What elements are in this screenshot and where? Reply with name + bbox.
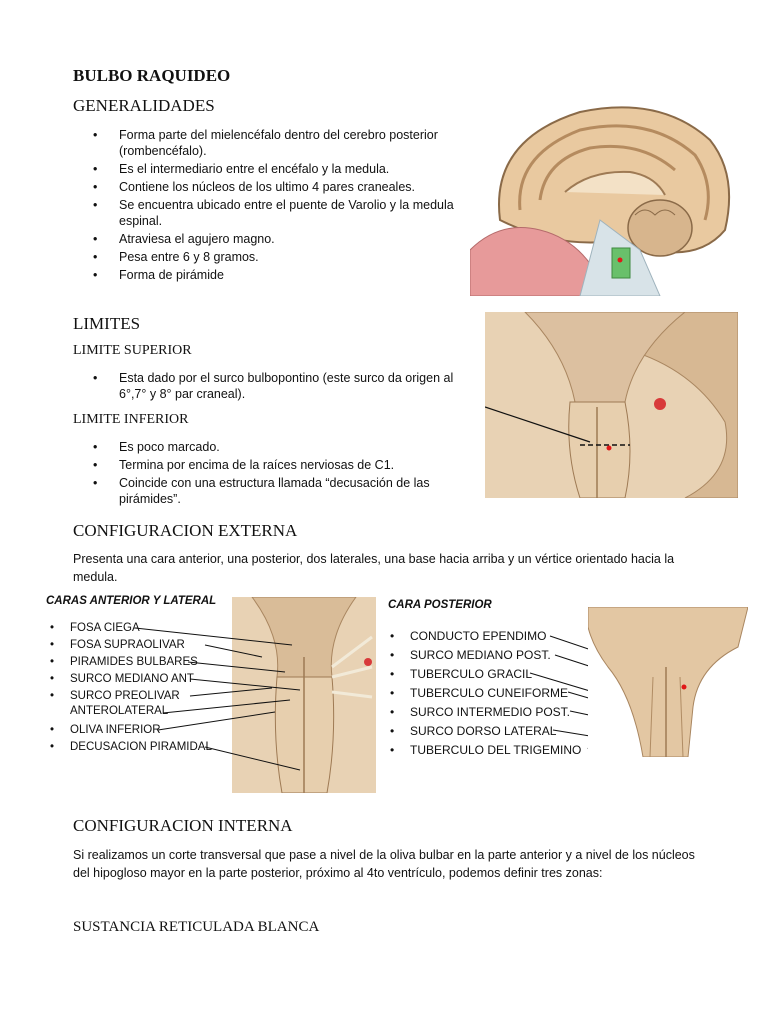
sustancia-heading: SUSTANCIA RETICULADA BLANCA <box>73 919 320 935</box>
list-item: Forma parte del mielencéfalo dentro del … <box>93 127 473 159</box>
caras-anterior-caption: CARAS ANTERIOR Y LATERAL <box>46 595 217 607</box>
brainstem-image <box>485 312 738 498</box>
label-item: FOSA CIEGA <box>48 620 198 637</box>
cara-posterior-labels: CONDUCTO EPENDIMO SURCO MEDIANO POST. TU… <box>388 627 581 760</box>
label-item: CONDUCTO EPENDIMO <box>388 627 581 646</box>
label-item: SURCO MEDIANO ANT <box>48 671 198 688</box>
limite-inferior-list: Es poco marcado. Termina por encima de l… <box>93 439 473 509</box>
list-item: Es poco marcado. <box>93 439 473 455</box>
label-item: TUBERCULO GRACIL <box>388 665 581 684</box>
brain-sagittal-image <box>470 100 740 296</box>
limite-superior-list: Esta dado por el surco bulbopontino (est… <box>93 370 473 404</box>
label-item: DECUSACION PIRAMIDAL <box>48 739 212 756</box>
label-item: SURCO DORSO LATERAL <box>388 722 581 741</box>
list-item: Coincide con una estructura llamada “dec… <box>93 475 473 507</box>
list-item: Atraviesa el agujero magno. <box>93 231 473 247</box>
label-continuation: ANTEROLATERAL <box>70 705 169 717</box>
generalidades-list: Forma parte del mielencéfalo dentro del … <box>93 127 473 285</box>
limite-superior-heading: LIMITE SUPERIOR <box>73 343 192 358</box>
label-item: OLIVA INFERIOR <box>48 722 212 739</box>
label-item: SURCO MEDIANO POST. <box>388 646 581 665</box>
posterior-view-image <box>588 607 748 757</box>
limites-heading: LIMITES <box>73 314 141 333</box>
label-item: TUBERCULO CUNEIFORME <box>388 684 581 703</box>
config-externa-text: Presenta una cara anterior, una posterio… <box>73 552 675 584</box>
caras-anterior-labels-2: OLIVA INFERIOR DECUSACION PIRAMIDAL <box>48 722 212 756</box>
cara-posterior-caption: CARA POSTERIOR <box>388 599 492 611</box>
list-item: Pesa entre 6 y 8 gramos. <box>93 249 473 265</box>
config-interna-text: Si realizamos un corte transversal que p… <box>73 848 695 880</box>
list-item: Termina por encima de la raíces nerviosa… <box>93 457 473 473</box>
list-item: Se encuentra ubicado entre el puente de … <box>93 197 473 229</box>
anterior-view-image <box>232 597 376 793</box>
generalidades-heading: GENERALIDADES <box>73 96 215 115</box>
config-externa-heading: CONFIGURACION EXTERNA <box>73 521 298 540</box>
limite-inferior-heading: LIMITE INFERIOR <box>73 412 189 427</box>
config-interna-heading: CONFIGURACION INTERNA <box>73 816 293 835</box>
page-title: BULBO RAQUIDEO <box>73 66 231 85</box>
label-item: SURCO PREOLIVAR <box>48 688 198 705</box>
label-item: PIRAMIDES BULBARES <box>48 654 198 671</box>
list-item: Forma de pirámide <box>93 267 473 283</box>
label-item: FOSA SUPRAOLIVAR <box>48 637 198 654</box>
list-item: Contiene los núcleos de los ultimo 4 par… <box>93 179 473 195</box>
list-item: Es el intermediario entre el encéfalo y … <box>93 161 473 177</box>
list-item: Esta dado por el surco bulbopontino (est… <box>93 370 473 402</box>
label-item: SURCO INTERMEDIO POST. <box>388 703 581 722</box>
caras-anterior-labels: FOSA CIEGA FOSA SUPRAOLIVAR PIRAMIDES BU… <box>48 620 198 705</box>
label-item: TUBERCULO DEL TRIGEMINO <box>388 741 581 760</box>
